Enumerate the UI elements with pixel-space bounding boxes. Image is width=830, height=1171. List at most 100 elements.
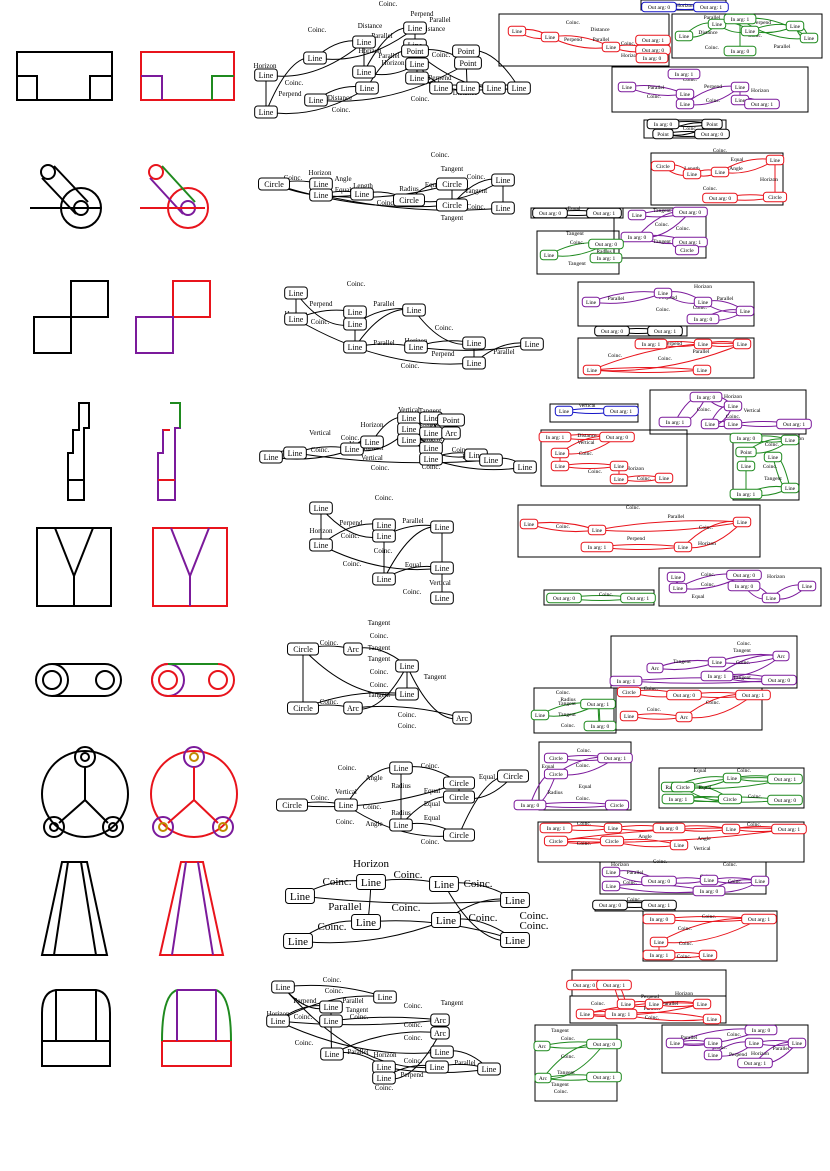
cluster-node-in_arg_0: In arg: 0 [744, 1024, 778, 1036]
edge-label-radius: Radius [399, 185, 419, 193]
cluster-label-horizon: Horizon [675, 991, 693, 997]
graph-node-line-label: Line [430, 1063, 445, 1072]
graph-node-arc: Arc [343, 642, 363, 656]
graph-node-line: Line [507, 81, 531, 95]
cluster-node-out_arg_1-box [596, 979, 632, 991]
cluster-label-coinc: Coinc. [748, 794, 763, 800]
cluster-node-line-label: Line [804, 36, 815, 42]
graph-node-line-box [430, 1045, 454, 1059]
edge-label-coinc: Coinc. [519, 910, 548, 922]
cluster-node-in_arg_1-label: In arg: 1 [669, 797, 688, 803]
sketch-black-7 [41, 746, 129, 838]
graph-node-line: Line [343, 340, 367, 354]
graph-node-arc-label: Arc [347, 704, 359, 713]
cluster-label-tangent: Tangent [558, 701, 576, 707]
cluster-node-in_arg_0-label: In arg: 0 [628, 235, 647, 241]
edge-label-perpend: Perpend [432, 350, 455, 358]
graph-node-circle-box [497, 769, 529, 783]
cluster-label-horizon: Horizon [724, 394, 742, 400]
cluster-box [642, 910, 778, 962]
cluster-label-coinc: Coinc. [697, 407, 712, 413]
cluster-label-coinc: Coinc. [556, 524, 571, 530]
graph-node-line-box [372, 572, 396, 586]
graph-node-line-box [430, 520, 454, 534]
graph-node-line: Line [482, 81, 506, 95]
graph-node-line-box [309, 538, 333, 552]
cluster-node-out_arg_1-box [737, 1057, 773, 1069]
cluster-node-out_arg_1-label: Out arg: 1 [654, 329, 676, 335]
graph-edge [273, 183, 453, 208]
graph-node-line-box [309, 501, 333, 515]
cluster-node-line-label: Line [680, 102, 691, 108]
edge-label-parallel: Parallel [373, 339, 394, 347]
cluster-node-out_arg_0: Out arg: 0 [588, 238, 624, 250]
graph-node-line-box [259, 450, 283, 464]
graph-node-line-box [402, 303, 426, 317]
edge-label-coinc: Coinc. [350, 1013, 369, 1021]
cluster-node-line-label: Line [512, 29, 523, 35]
cluster-node-arc: Arc [534, 1072, 552, 1084]
cluster-node-line-box [740, 25, 760, 37]
graph-node-line-box [429, 876, 459, 892]
cluster-box [658, 567, 822, 607]
graph-node-circle-box [287, 642, 319, 656]
cluster-label-coinc: Coinc. [701, 572, 716, 578]
cluster-node-circle-label: Circle [676, 785, 690, 791]
cluster-node-out_arg_0: Out arg: 0 [702, 192, 738, 204]
edge-label-horizon: Horizon [361, 421, 384, 429]
graph-node-line-label: Line [435, 523, 450, 532]
cluster-node-point: Point [701, 118, 723, 130]
cluster-node-line: Line [673, 541, 693, 553]
cluster-node-line-label: Line [715, 170, 726, 176]
cluster-label-equal: Equal [692, 594, 705, 600]
cluster-node-line-label: Line [587, 368, 598, 374]
sketch-black-6 [35, 663, 122, 697]
graph-node-line: Line [372, 1060, 396, 1074]
cluster-label-coinc: Coinc. [728, 879, 743, 885]
cluster-label-coinc: Coinc. [561, 723, 576, 729]
cluster-node-line: Line [507, 25, 527, 37]
graph-node-line: Line [254, 105, 278, 119]
cluster-node-out_arg_1-label: Out arg: 1 [679, 240, 701, 246]
sketch-black-2 [30, 164, 102, 229]
cluster-node-arc-box [534, 1072, 552, 1084]
cluster-node-line: Line [519, 518, 539, 530]
cluster-label-coinc: Coinc. [706, 98, 721, 104]
cluster-label-coinc: Coinc. [705, 45, 720, 51]
cluster-edge [584, 1003, 703, 1016]
edge-label-coinc: Coinc. [421, 838, 440, 846]
cluster-node-line-label: Line [679, 34, 690, 40]
cluster-node-out_arg_1-label: Out arg: 1 [593, 211, 615, 217]
cluster-node-in_arg_1-box [539, 822, 573, 834]
cluster-node-line-box [693, 296, 713, 308]
cluster-node-out_arg_1-box [635, 34, 671, 46]
edge-label-parallel: Parallel [371, 32, 392, 40]
cluster-label-coinc: Coinc. [765, 442, 780, 448]
cluster-label-horizon: Horizon [767, 574, 785, 580]
graph-node-line: Line [319, 1000, 343, 1014]
cluster-node-arc-label: Arc [538, 1044, 547, 1050]
cluster-box [611, 66, 809, 113]
cluster-node-circle: Circle [717, 793, 743, 805]
cluster-node-in_arg_1-label: In arg: 1 [546, 435, 565, 441]
cluster-node-arc-box [646, 662, 664, 674]
graph-node-circle-label: Circle [449, 779, 469, 788]
graph-node-line-label: Line [461, 84, 476, 93]
cluster-node-line-label: Line [735, 85, 746, 91]
edge-label-tangent: Tangent [368, 619, 391, 627]
edge-label-coinc: Coinc. [311, 446, 330, 454]
cluster-label-coinc: Coinc. [577, 748, 592, 754]
graph-node-line: Line [309, 188, 333, 202]
cluster-node-arc-box [533, 1040, 551, 1052]
graph-node-line: Line [254, 68, 278, 82]
graph-node-line-box [430, 591, 454, 605]
edge-label-coinc: Coinc. [332, 106, 351, 114]
graph-node-point: Point [454, 56, 482, 70]
graph-node-circle-box [436, 198, 468, 212]
cluster-node-line-box [732, 516, 752, 528]
cluster-node-out_arg_0-label: Out arg: 0 [606, 435, 628, 441]
edge-label-perpend: Perpend [401, 1071, 424, 1079]
graph-node-line: Line [356, 874, 386, 890]
graph-node-line-box [266, 1014, 290, 1028]
